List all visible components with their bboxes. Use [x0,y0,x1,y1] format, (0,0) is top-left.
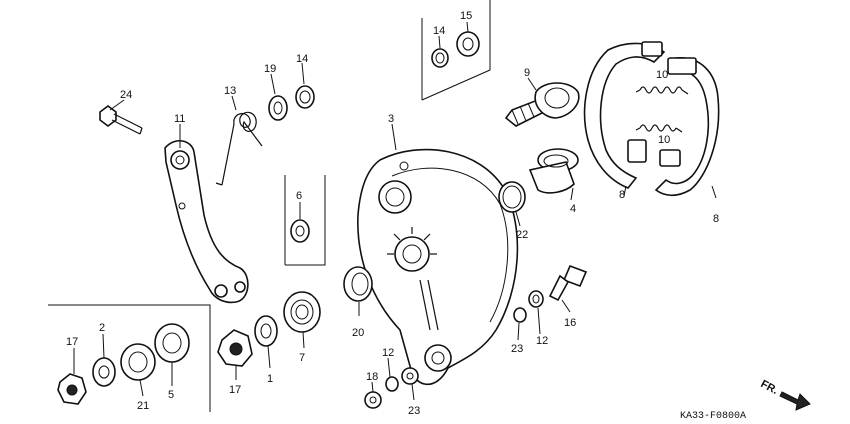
washer-1 [254,315,278,369]
group-brackets [48,0,491,412]
callout-22: 22 [516,229,528,241]
seal-14-upper [431,35,449,68]
collar-21 [120,343,156,397]
ring-22 [498,181,526,227]
bolt-24 [99,99,143,135]
brake-shoe-8-right [654,57,720,199]
brake-panel-3 [357,123,519,386]
washer-15 [456,21,480,57]
front-direction-indicator: FR. [759,378,811,411]
callout-8-right: 8 [713,213,719,225]
callout-1: 1 [267,373,273,385]
panel-ribs [387,227,437,255]
nut-17-left [57,348,87,405]
figure-code: KA33-F0800A [680,411,746,422]
callout-24: 24 [120,89,132,101]
front-arrow-icon [779,391,811,411]
callout-10-lower: 10 [658,134,670,146]
bolt-16 [548,264,588,313]
callout-6: 6 [296,190,302,202]
callout-10-upper: 10 [656,69,668,81]
nut-12-right [528,290,544,335]
callout-18: 18 [366,371,378,383]
callout-11: 11 [174,113,185,125]
callout-13: 13 [224,85,236,97]
callout-17-center: 17 [229,384,241,396]
callout-labels: 24 11 13 19 14 14 15 9 10 10 3 6 4 22 8 … [66,10,719,417]
callout-4: 4 [570,203,576,215]
nut-12-lower [385,357,399,392]
collar-5 [154,323,190,386]
seal-20 [343,266,373,316]
washer-6 [290,202,310,243]
washer-23-right [513,307,527,341]
shoe-spring-10-upper [635,86,689,95]
brake-shoe-8-left [583,41,666,197]
callout-14: 14 [296,53,308,65]
callout-17-left: 17 [66,336,78,348]
brake-cam-9 [504,77,580,127]
callout-16: 16 [564,317,576,329]
callout-2: 2 [99,322,105,334]
callout-23-lower: 23 [408,405,420,417]
callout-7: 7 [299,352,305,364]
washer-23-lower [401,367,419,401]
spring-13 [215,95,263,186]
washer-19 [268,73,288,121]
shoe-spring-10-lower [635,124,683,133]
washer-2 [92,333,116,387]
callout-3: 3 [388,113,394,125]
callout-21: 21 [137,400,149,412]
nut-17-center [217,329,253,380]
callout-8-left: 8 [619,189,625,201]
fr-label: FR. [759,378,780,397]
callout-23-right: 23 [511,343,523,355]
seal-14 [295,62,315,109]
nut-18 [364,381,382,409]
callout-9: 9 [524,67,530,79]
callout-14-upper: 14 [433,25,445,37]
brake-arm-11 [164,124,249,304]
callout-5: 5 [168,389,174,401]
callout-12-lower: 12 [382,347,394,359]
bushing-4 [528,148,579,201]
callout-20: 20 [352,327,364,339]
callout-12-right: 12 [536,335,548,347]
callout-19: 19 [264,63,276,75]
callout-15: 15 [460,10,472,22]
bearing-7 [283,291,321,349]
